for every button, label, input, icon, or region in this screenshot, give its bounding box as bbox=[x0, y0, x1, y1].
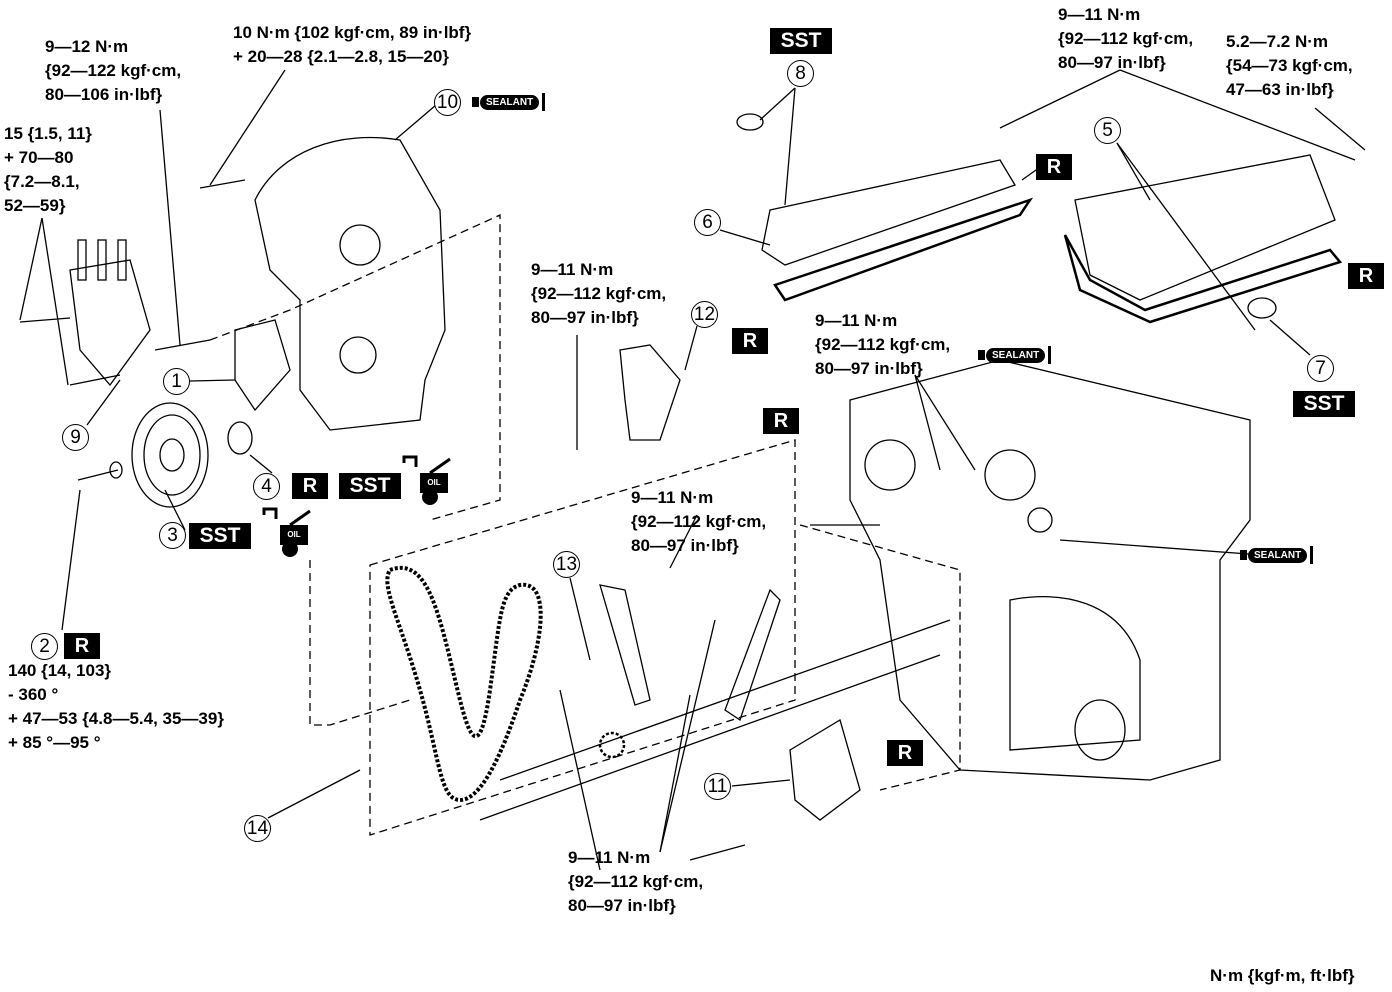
cylinder-head-cover-right bbox=[1074, 154, 1336, 301]
callout-2: 2 bbox=[31, 633, 58, 660]
leader-lines bbox=[19, 69, 1366, 871]
torque-label: 9—11 N·m{92—112 kgf·cm,80—97 in·lbf} bbox=[631, 488, 767, 555]
torque-label: 10 N·m {102 kgf·cm, 89 in·lbf}+ 20—28 {2… bbox=[233, 23, 472, 66]
callout-14: 14 bbox=[244, 815, 271, 842]
chain-tensioner-lower bbox=[789, 719, 861, 821]
torque-label: 9—12 N·m{92—122 kgf·cm,80—106 in·lbf} bbox=[45, 37, 182, 104]
callout-9: 9 bbox=[62, 424, 89, 451]
front-cover bbox=[254, 136, 446, 431]
callout-1: 1 bbox=[163, 368, 190, 395]
replace-badge: R bbox=[292, 473, 328, 499]
oil-seal bbox=[227, 421, 253, 455]
torque-label: 9—11 N·m{92—112 kgf·cm,80—97 in·lbf} bbox=[568, 848, 704, 915]
oil-can-icon: OIL bbox=[402, 455, 452, 505]
sealant-tube-icon: SEALANT bbox=[1240, 546, 1314, 564]
callout-7: 7 bbox=[1307, 355, 1334, 382]
chain-tensioner-upper bbox=[619, 344, 681, 441]
sealant-tube-icon: SEALANT bbox=[472, 93, 546, 111]
callout-3: 3 bbox=[159, 522, 186, 549]
crank-sprocket bbox=[598, 731, 626, 759]
callout-8: 8 bbox=[787, 60, 814, 87]
assembly-boxes bbox=[209, 213, 961, 836]
oil-can-icon: OIL bbox=[262, 507, 312, 557]
cover-gasket-right bbox=[1063, 234, 1343, 324]
cylinder-head-cover-left bbox=[761, 159, 1016, 266]
callout-12: 12 bbox=[691, 301, 718, 328]
replace-badge: R bbox=[1348, 263, 1384, 289]
torque-label: 140 {14, 103}- 360 °+ 47—53 {4.8—5.4, 35… bbox=[8, 661, 224, 752]
bracket bbox=[69, 259, 151, 387]
torque-label: 9—11 N·m{92—112 kgf·cm,80—97 in·lbf} bbox=[531, 260, 667, 327]
replace-badge: R bbox=[732, 328, 768, 354]
callout-6: 6 bbox=[694, 209, 721, 236]
callout-13: 13 bbox=[553, 551, 580, 578]
sst-badge: SST bbox=[770, 28, 832, 54]
replace-badge: R bbox=[763, 408, 799, 434]
torque-label: 9—11 N·m{92—112 kgf·cm,80—97 in·lbf} bbox=[1058, 5, 1194, 72]
timing-chain bbox=[385, 565, 543, 803]
units-note: N·m {kgf·m, ft·lbf} bbox=[1210, 966, 1355, 985]
torque-label: 9—11 N·m{92—112 kgf·cm,80—97 in·lbf} bbox=[815, 311, 951, 378]
replace-badge: R bbox=[887, 740, 923, 766]
chain-guide-right bbox=[724, 588, 781, 722]
replace-badge: R bbox=[1036, 154, 1072, 180]
sst-badge: SST bbox=[339, 473, 401, 499]
torque-label: 5.2—7.2 N·m{54—73 kgf·cm,47—63 in·lbf} bbox=[1226, 32, 1353, 99]
cylinder-block bbox=[849, 359, 1251, 781]
sst-badge: SST bbox=[189, 523, 251, 549]
replace-badge: R bbox=[64, 633, 100, 659]
water-pump bbox=[234, 319, 291, 412]
callout-11: 11 bbox=[704, 773, 731, 800]
callout-10: 10 bbox=[434, 89, 461, 116]
chain-guide-left bbox=[599, 584, 651, 706]
cover-gasket-left bbox=[773, 197, 1034, 302]
callout-4: 4 bbox=[253, 473, 280, 500]
sst-badge: SST bbox=[1293, 391, 1355, 417]
sealant-tube-icon: SEALANT bbox=[978, 346, 1052, 364]
callout-5: 5 bbox=[1094, 117, 1121, 144]
crankshaft-pulley bbox=[131, 402, 209, 508]
torque-label: 15 {1.5, 11}+ 70—80{7.2—8.1,52—59} bbox=[4, 124, 92, 215]
